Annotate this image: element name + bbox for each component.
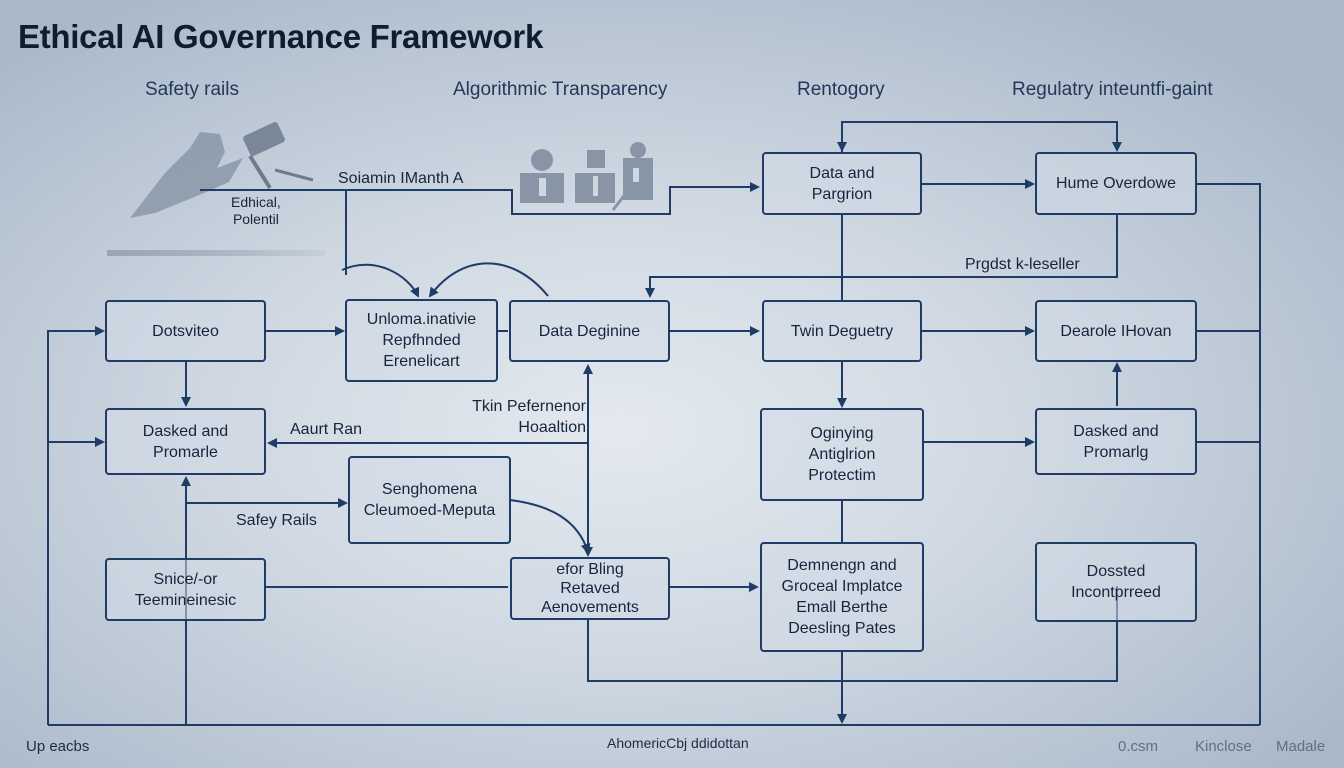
footer-right-2: Kinclose — [1195, 738, 1252, 755]
box-sniceor: Snice/-or Teemineinesic — [105, 558, 266, 621]
label-ethical-potential: Edhical, Polentil — [231, 194, 281, 227]
box-senghomena: Senghomena Cleumoed-Meputa — [348, 456, 511, 544]
box-twin-deguetry: Twin Deguetry — [762, 300, 922, 362]
box-dearole: Dearole IHovan — [1035, 300, 1197, 362]
header-safety-rails: Safety rails — [145, 79, 239, 100]
box-unloma: Unloma.inativie Repfhnded Erenelicart — [345, 299, 498, 382]
footer-left-text: Up eacbs — [26, 738, 90, 755]
header-algorithmic-transparency: Algorithmic Transparency — [453, 79, 668, 100]
footer-center-text: AhomericCbj ddidottan — [607, 735, 749, 751]
label-soiamin: Soiamin IManth A — [338, 170, 464, 187]
label-safey-rails: Safey Rails — [236, 512, 317, 529]
label-prgdst: Prgdst k-leseller — [965, 256, 1080, 273]
box-hume-overdowe: Hume Overdowe — [1035, 152, 1197, 215]
box-dasked-right: Dasked and Promarlg — [1035, 408, 1197, 475]
footer-right-3: Madale — [1276, 738, 1326, 755]
header-rentogory: Rentogory — [797, 79, 885, 100]
box-data-and-pargrion: Data and Pargrion — [762, 152, 922, 215]
label-tkin: Tkin Pefernenor Hoaaltion — [472, 398, 586, 436]
box-data-deginine: Data Deginine — [509, 300, 670, 362]
people-icons-illustration — [520, 142, 653, 211]
box-dossted: Dossted Incontprreed — [1035, 542, 1197, 622]
faded-divider — [107, 250, 325, 256]
label-aaurt-ran: Aaurt Ran — [290, 421, 363, 438]
box-efor-bling: efor Bling Retaved Aenovements — [510, 557, 670, 620]
hand-tools-illustration — [130, 121, 314, 218]
box-dotsviteo: Dotsviteo — [105, 300, 266, 362]
footer-right-1: 0.csm — [1118, 738, 1159, 755]
header-regulatry: Regulatry inteuntfi-gaint — [1012, 79, 1213, 100]
box-oginying: Oginying Antiglrion Protectim — [760, 408, 924, 501]
box-demnengn: Demnengn and Groceal Implatce Emall Bert… — [760, 542, 924, 652]
diagram-title: Ethical AI Governance Framework — [18, 18, 544, 55]
box-dasked-left: Dasked and Promarle — [105, 408, 266, 475]
